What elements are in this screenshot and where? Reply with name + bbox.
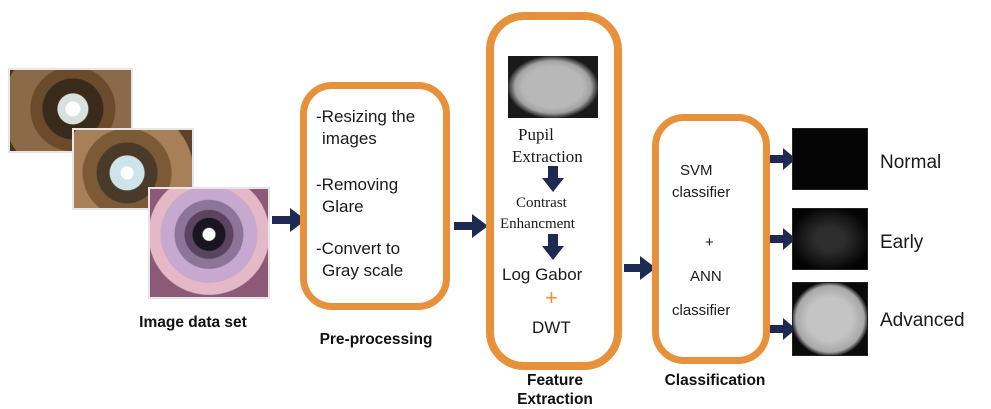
svm-line-2: classifier xyxy=(672,184,731,201)
eye-photo-3 xyxy=(148,187,270,299)
flow-arrow-2 xyxy=(454,214,488,238)
feature-extraction-label-line-1: Feature xyxy=(527,372,583,389)
outcome-arrow-early xyxy=(770,228,796,250)
preprocessing-step-1-line-1: -Resizing the xyxy=(316,107,416,126)
feature-plus-sign: + xyxy=(545,285,558,310)
preprocessing-step-3-line-2: Gray scale xyxy=(322,261,404,280)
advanced-thumbnail xyxy=(792,282,868,356)
classification-plus-sign: + xyxy=(705,234,714,251)
dataset-label: Image data set xyxy=(139,314,247,331)
contrast-line-1: Contrast xyxy=(516,195,567,211)
outcome-early: Early xyxy=(880,232,924,253)
eye-photo-1 xyxy=(8,68,133,153)
log-gabor-text: Log Gabor xyxy=(502,265,583,284)
preprocessing-step-2-line-1: -Removing xyxy=(316,175,399,194)
outcome-advanced: Advanced xyxy=(880,310,965,331)
down-arrow-1 xyxy=(542,166,564,192)
preprocessing-box xyxy=(300,82,450,310)
pupil-extraction-line-1: Pupil xyxy=(518,125,554,144)
ann-line-1: ANN xyxy=(690,268,722,285)
outcome-normal: Normal xyxy=(880,152,942,173)
normal-thumbnail xyxy=(792,128,868,190)
preprocessing-label: Pre-processing xyxy=(319,331,433,348)
feature-extraction-box xyxy=(486,12,622,370)
preprocessing-step-2-line-2: Glare xyxy=(322,197,364,216)
preprocessing-step-1-line-2: images xyxy=(322,129,377,148)
outcome-arrow-advanced xyxy=(770,318,796,340)
pupil-extraction-line-2: Extraction xyxy=(512,147,583,166)
flow-arrow-3 xyxy=(624,256,656,280)
flow-arrow-1 xyxy=(272,208,306,232)
ann-line-2: classifier xyxy=(672,302,731,319)
dwt-text: DWT xyxy=(532,318,571,337)
pupil-thumbnail xyxy=(508,56,598,118)
classification-label: Classification xyxy=(664,372,766,389)
outcome-arrow-normal xyxy=(770,148,796,170)
preprocessing-step-3-line-1: -Convert to xyxy=(316,239,401,258)
early-thumbnail xyxy=(792,208,868,270)
classification-box xyxy=(652,114,770,364)
down-arrow-2 xyxy=(542,234,564,260)
feature-extraction-label-line-2: Extraction xyxy=(517,391,593,408)
contrast-line-2: Enhancment xyxy=(500,216,575,232)
svm-line-1: SVM xyxy=(680,162,713,179)
